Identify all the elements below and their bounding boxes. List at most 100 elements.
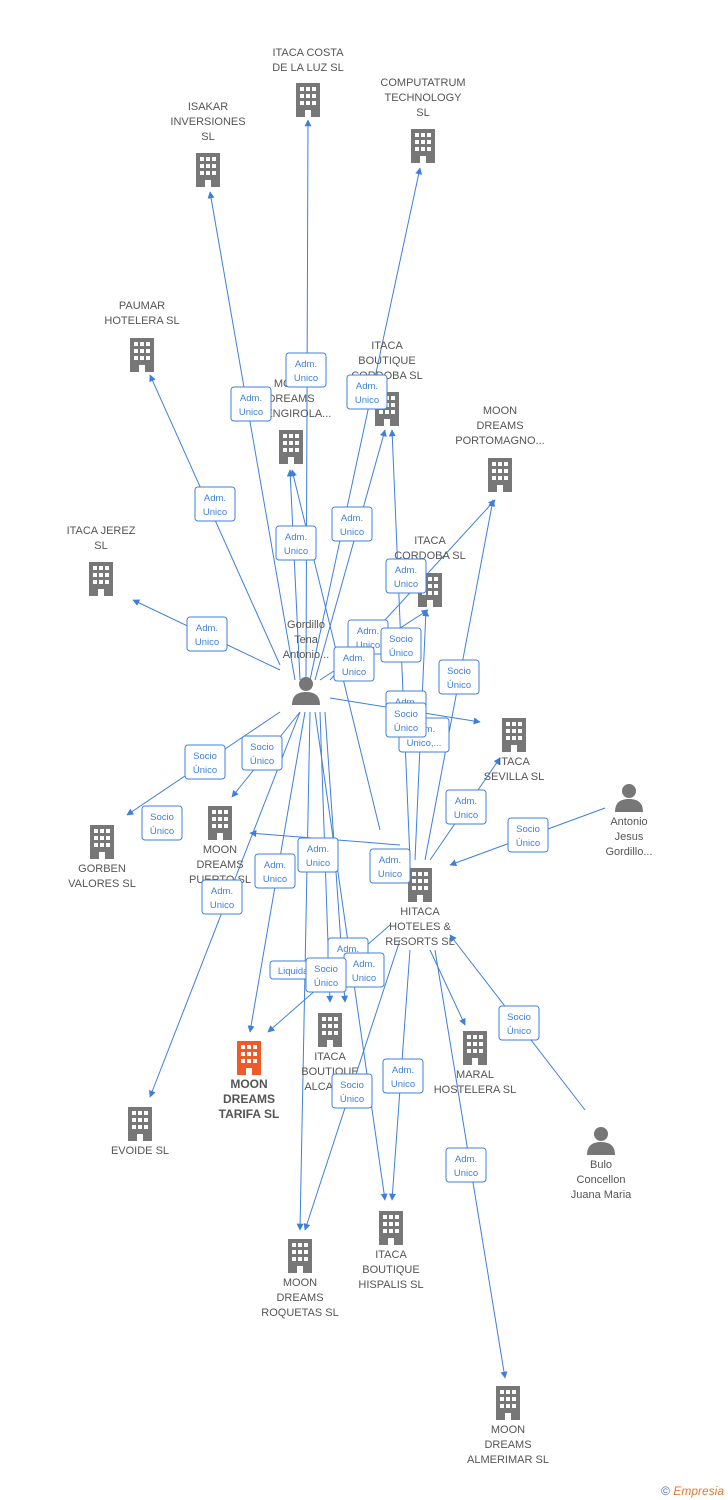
tag-box bbox=[333, 646, 375, 682]
building-icon bbox=[196, 153, 220, 187]
relation-tag[interactable]: Adm.Unico bbox=[297, 837, 339, 873]
tag-box bbox=[305, 957, 347, 993]
building-icon bbox=[237, 1041, 261, 1075]
building-icon bbox=[90, 825, 114, 859]
tag-text: Unico bbox=[454, 1168, 478, 1179]
relation-tag[interactable]: Adm.Unico bbox=[382, 1058, 424, 1094]
tag-text: Adm. bbox=[264, 860, 286, 871]
tag-text: Unico bbox=[284, 546, 308, 557]
relation-tag[interactable]: Adm.Unico bbox=[343, 952, 385, 988]
tag-text: Unico bbox=[356, 640, 380, 651]
relation-tag[interactable]: Adm.Unico bbox=[254, 853, 296, 889]
building-icon bbox=[89, 562, 113, 596]
node-label: SL bbox=[201, 131, 214, 143]
relation-edge bbox=[207, 191, 296, 681]
node-label: SEVILLA SL bbox=[484, 771, 545, 783]
node-label: MOON bbox=[203, 844, 237, 856]
tag-text: Unico bbox=[355, 395, 379, 406]
tag-text: Unico bbox=[203, 507, 227, 518]
relation-tag[interactable]: Adm.Unico bbox=[230, 386, 272, 422]
building-icon bbox=[488, 458, 512, 492]
tag-text: Adm. bbox=[211, 886, 233, 897]
relation-tag[interactable]: Adm.Unico bbox=[346, 374, 388, 410]
node-moon-puerto[interactable]: MOONDREAMSPUERTO SL bbox=[189, 806, 251, 886]
relation-tag[interactable]: Adm.Unico bbox=[385, 558, 427, 594]
node-moon-portomagno[interactable]: MOONDREAMSPORTOMAGNO... bbox=[455, 405, 545, 492]
building-icon bbox=[502, 718, 526, 752]
relation-tag[interactable]: Adm.Unico bbox=[201, 879, 243, 915]
tag-text: Único bbox=[507, 1026, 531, 1037]
relation-tag[interactable]: Adm.Unico bbox=[186, 616, 228, 652]
relation-tag[interactable]: Adm.Unico bbox=[333, 646, 375, 682]
building-icon bbox=[463, 1031, 487, 1065]
node-gordillo[interactable]: GordilloTenaAntonio... bbox=[283, 619, 329, 705]
tag-text: Adm. bbox=[240, 393, 262, 404]
tag-text: Adm. bbox=[295, 359, 317, 370]
tag-text: Único bbox=[150, 826, 174, 837]
node-label: ITACA bbox=[371, 340, 403, 352]
node-label: Gordillo... bbox=[605, 846, 652, 858]
building-icon bbox=[130, 338, 154, 372]
tag-box bbox=[275, 525, 317, 561]
relation-edge bbox=[429, 949, 466, 1026]
relation-tag[interactable]: Adm.Unico bbox=[275, 525, 317, 561]
tag-text: Adm. bbox=[196, 623, 218, 634]
building-icon bbox=[279, 430, 303, 464]
node-label: Gordillo bbox=[287, 619, 325, 631]
tag-text: Único bbox=[250, 756, 274, 767]
node-label: SL bbox=[416, 107, 429, 119]
node-label: DREAMS bbox=[276, 1292, 323, 1304]
relation-tag[interactable]: Adm.Unico bbox=[194, 486, 236, 522]
tag-text: Único bbox=[314, 978, 338, 989]
tag-text: Adm. bbox=[392, 1065, 414, 1076]
tag-text: Unico bbox=[352, 973, 376, 984]
node-label: PORTOMAGNO... bbox=[455, 435, 544, 447]
node-label: HOTELERA SL bbox=[104, 315, 179, 327]
tag-box bbox=[184, 744, 226, 780]
relation-tag[interactable]: Adm.Unico bbox=[369, 848, 411, 884]
node-label: Bulo bbox=[590, 1159, 612, 1171]
relation-tag[interactable]: Adm.Unico bbox=[445, 789, 487, 825]
tag-text: Unico bbox=[294, 373, 318, 384]
tag-text: Socio bbox=[394, 709, 418, 720]
tag-text: Adm. bbox=[343, 653, 365, 664]
relation-tag[interactable]: Adm. Unico bbox=[285, 352, 327, 388]
tag-text: Socio bbox=[516, 824, 540, 835]
relation-tag[interactable]: Adm.Unico bbox=[331, 506, 373, 542]
tag-text: Adm. bbox=[341, 513, 363, 524]
tag-box bbox=[382, 1058, 424, 1094]
node-antonio-jesus[interactable]: AntonioJesusGordillo... bbox=[605, 784, 653, 858]
tag-box bbox=[438, 659, 480, 695]
tag-text: Socio bbox=[447, 666, 471, 677]
tag-box bbox=[297, 837, 339, 873]
node-evoide[interactable]: EVOIDE SL bbox=[111, 1107, 169, 1157]
person-icon bbox=[587, 1127, 615, 1155]
relation-tag[interactable]: Adm.Unico bbox=[445, 1147, 487, 1183]
tag-text: Socio bbox=[250, 742, 274, 753]
